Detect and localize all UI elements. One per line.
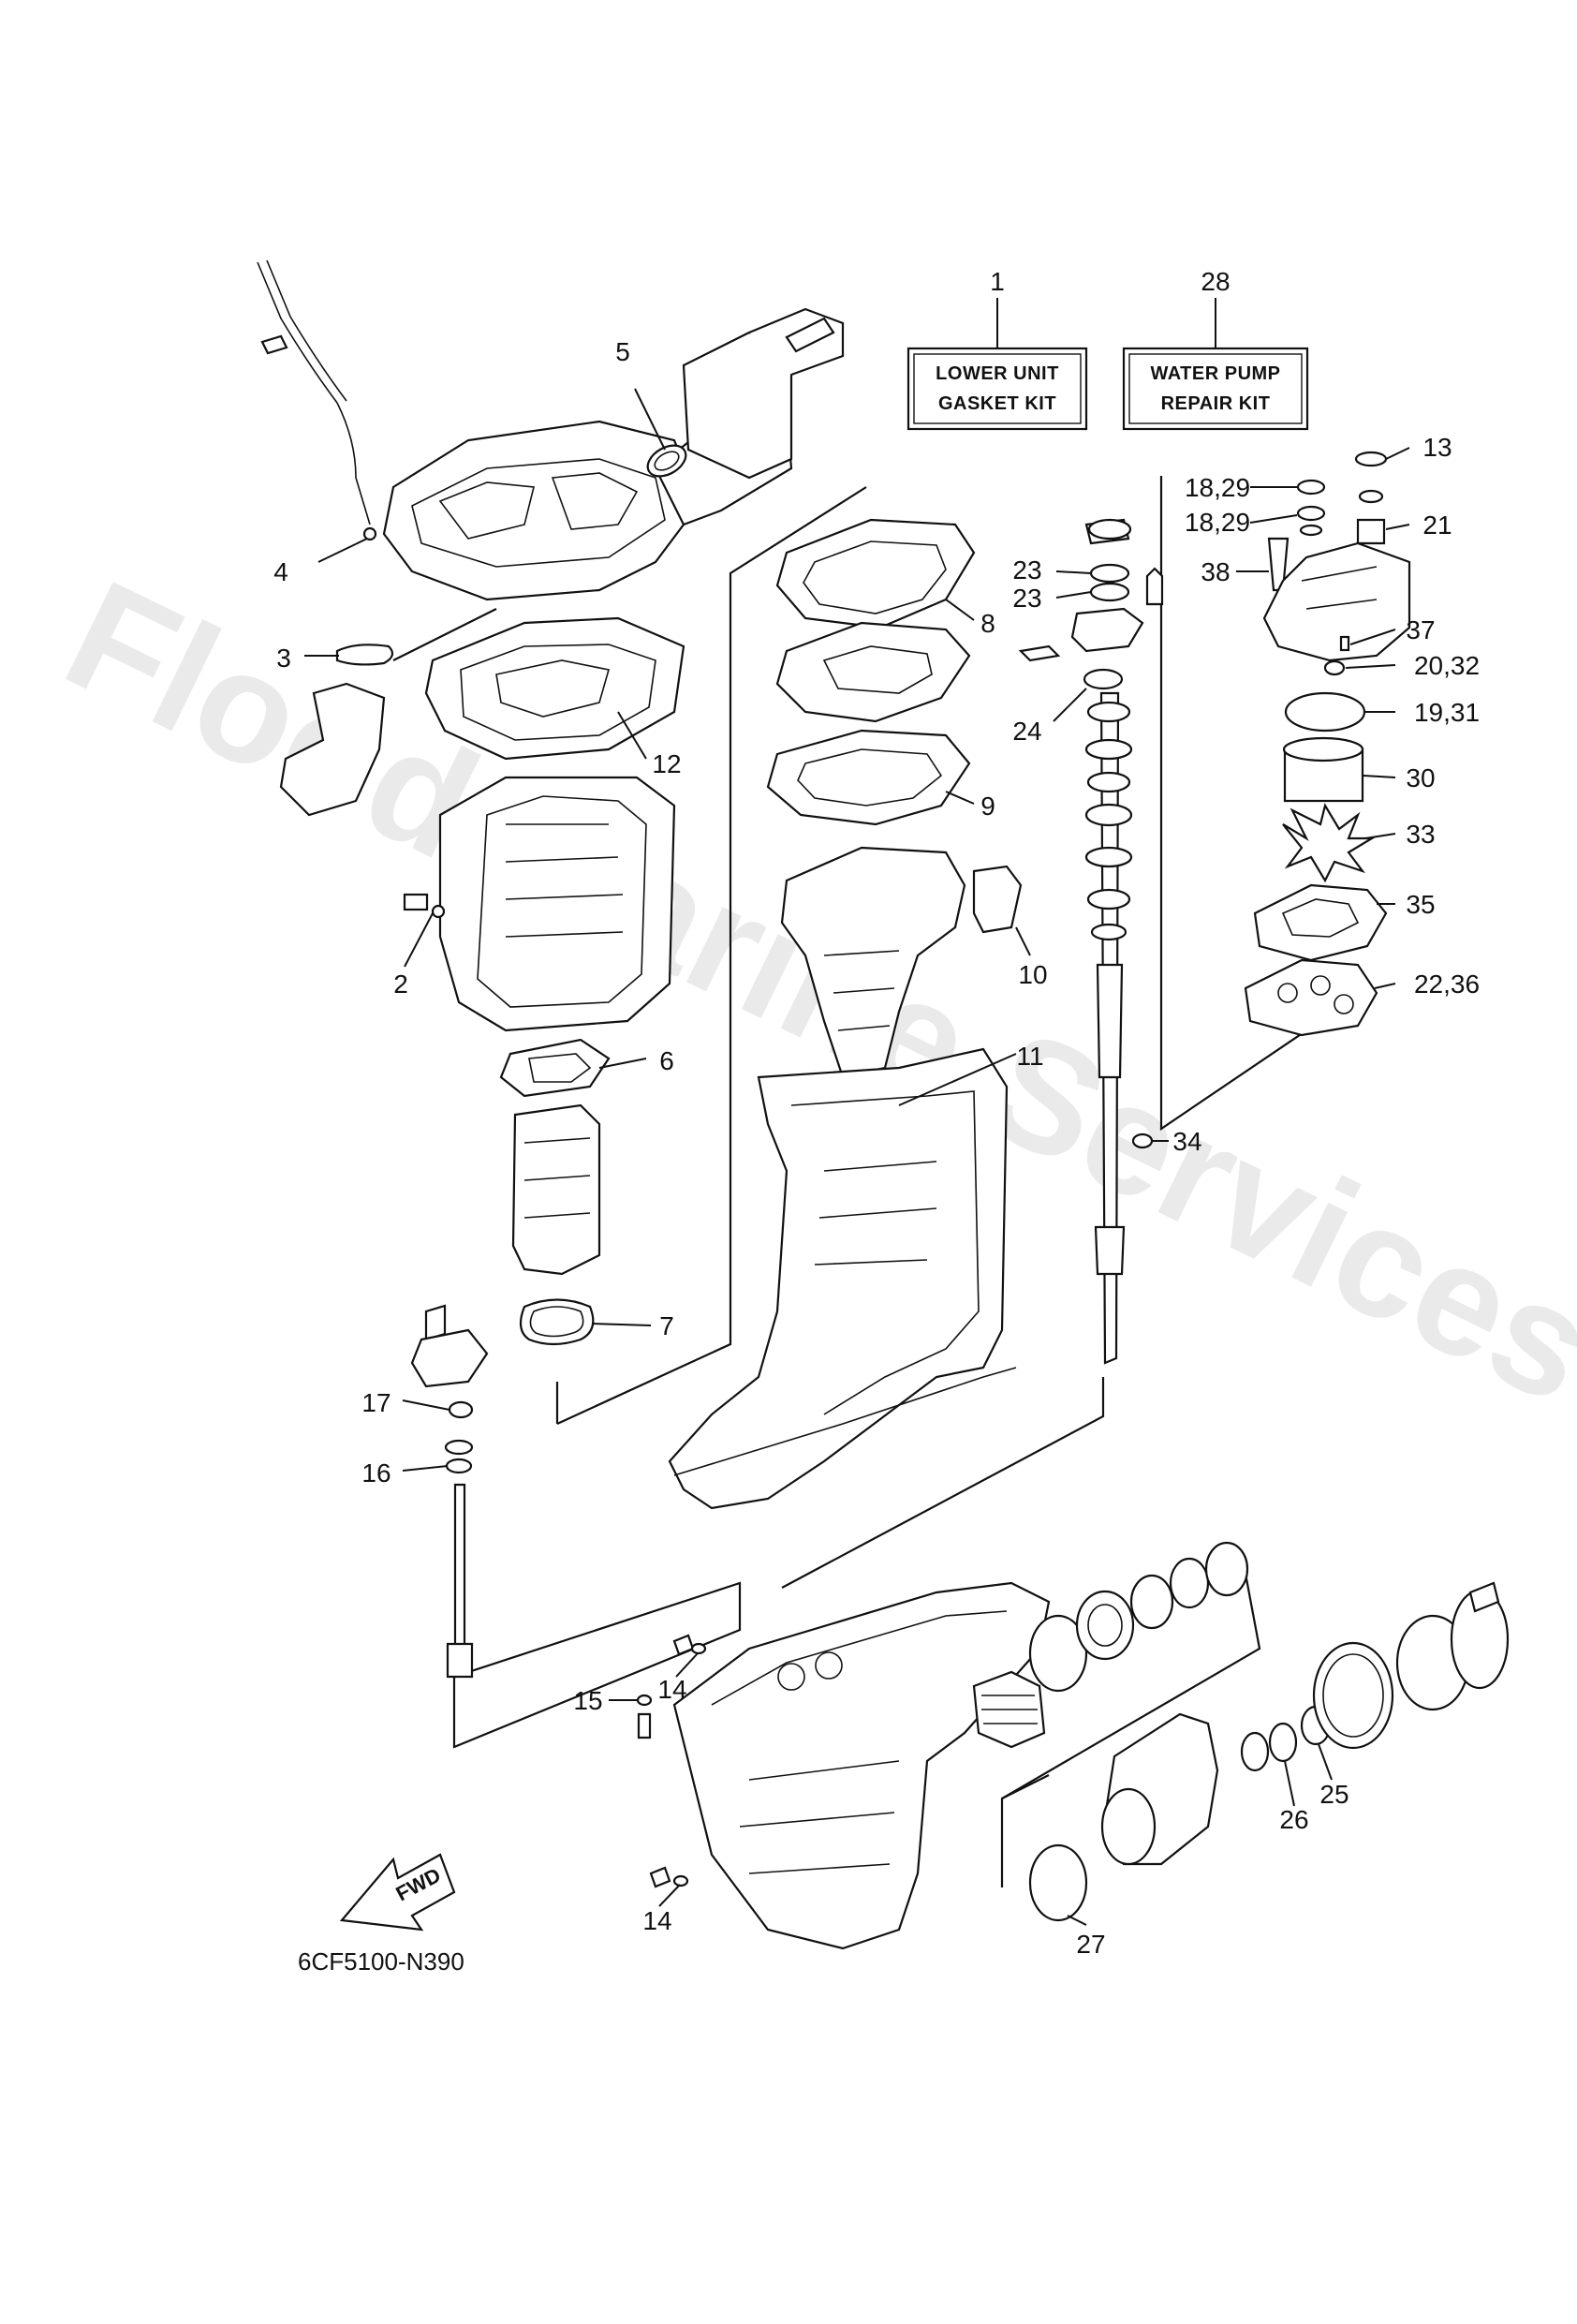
callout-30: 30 bbox=[1406, 763, 1435, 792]
callout-27: 27 bbox=[1076, 1930, 1105, 1959]
lower-casing-assembly bbox=[636, 1581, 1051, 1950]
shift-rod-assembly bbox=[410, 1304, 489, 1679]
kit-box-water-pump-repair[interactable]: WATER PUMP REPAIR KIT bbox=[1122, 298, 1309, 431]
center-gasket-stack bbox=[766, 518, 1023, 1135]
callout-24: 24 bbox=[1012, 717, 1041, 746]
callout-14-b: 14 bbox=[642, 1906, 671, 1935]
diagram-code: 6CF5100-N390 bbox=[298, 1947, 464, 1976]
callout-19-31: 19,31 bbox=[1414, 698, 1480, 727]
callout-15: 15 bbox=[573, 1686, 602, 1715]
callout-17: 17 bbox=[361, 1388, 391, 1417]
callout-2: 2 bbox=[393, 970, 408, 999]
callout-22-36: 22,36 bbox=[1414, 970, 1480, 999]
group-lines bbox=[392, 476, 1321, 1887]
propeller-shaft-assembly bbox=[1028, 1541, 1510, 1922]
driveshaft-assembly bbox=[1018, 518, 1164, 1365]
callout-13: 13 bbox=[1422, 433, 1452, 462]
callout-5: 5 bbox=[615, 337, 630, 366]
callout-28: 28 bbox=[1201, 267, 1230, 296]
callout-38: 38 bbox=[1201, 557, 1230, 586]
callout-6: 6 bbox=[659, 1046, 674, 1075]
callout-33: 33 bbox=[1406, 820, 1435, 849]
callout-14: 14 bbox=[657, 1675, 686, 1704]
callout-11: 11 bbox=[1016, 1042, 1043, 1071]
callout-7: 7 bbox=[659, 1311, 674, 1340]
callout-35: 35 bbox=[1406, 890, 1435, 919]
callout-labels: 1 28 5 4 3 12 2 6 7 17 16 8 9 10 11 23 2… bbox=[273, 267, 1480, 1959]
callout-23: 23 bbox=[1012, 555, 1041, 585]
callout-25: 25 bbox=[1319, 1780, 1349, 1809]
callout-20-32: 20,32 bbox=[1414, 651, 1480, 680]
callout-37: 37 bbox=[1406, 615, 1435, 644]
callout-1: 1 bbox=[990, 267, 1005, 296]
kit-line-2: GASKET KIT bbox=[938, 393, 1056, 414]
kit-line-2: REPAIR KIT bbox=[1161, 393, 1271, 414]
callout-9: 9 bbox=[980, 792, 995, 821]
kit-line-1: LOWER UNIT bbox=[936, 363, 1059, 384]
callout-21: 21 bbox=[1422, 511, 1452, 540]
callout-23-b: 23 bbox=[1012, 584, 1041, 613]
forward-direction-arrow: FWD bbox=[339, 1853, 456, 1932]
callout-34: 34 bbox=[1172, 1127, 1201, 1156]
callout-18-29: 18,29 bbox=[1185, 473, 1250, 502]
upper-casing bbox=[668, 1047, 1017, 1510]
callout-3: 3 bbox=[276, 644, 291, 673]
callout-10: 10 bbox=[1018, 960, 1047, 989]
callout-26: 26 bbox=[1279, 1805, 1308, 1834]
callout-12: 12 bbox=[652, 749, 681, 778]
callout-18-29-b: 18,29 bbox=[1185, 508, 1250, 537]
kit-box-lower-unit-gasket[interactable]: LOWER UNIT GASKET KIT bbox=[906, 298, 1088, 431]
kit-line-1: WATER PUMP bbox=[1150, 363, 1280, 384]
water-pump-assembly bbox=[1244, 451, 1411, 1037]
callout-16: 16 bbox=[361, 1458, 391, 1488]
callout-8: 8 bbox=[980, 609, 995, 638]
callout-4: 4 bbox=[273, 557, 288, 586]
upper-casing-assembly bbox=[257, 259, 845, 1346]
callout-leaders bbox=[304, 388, 1410, 1926]
